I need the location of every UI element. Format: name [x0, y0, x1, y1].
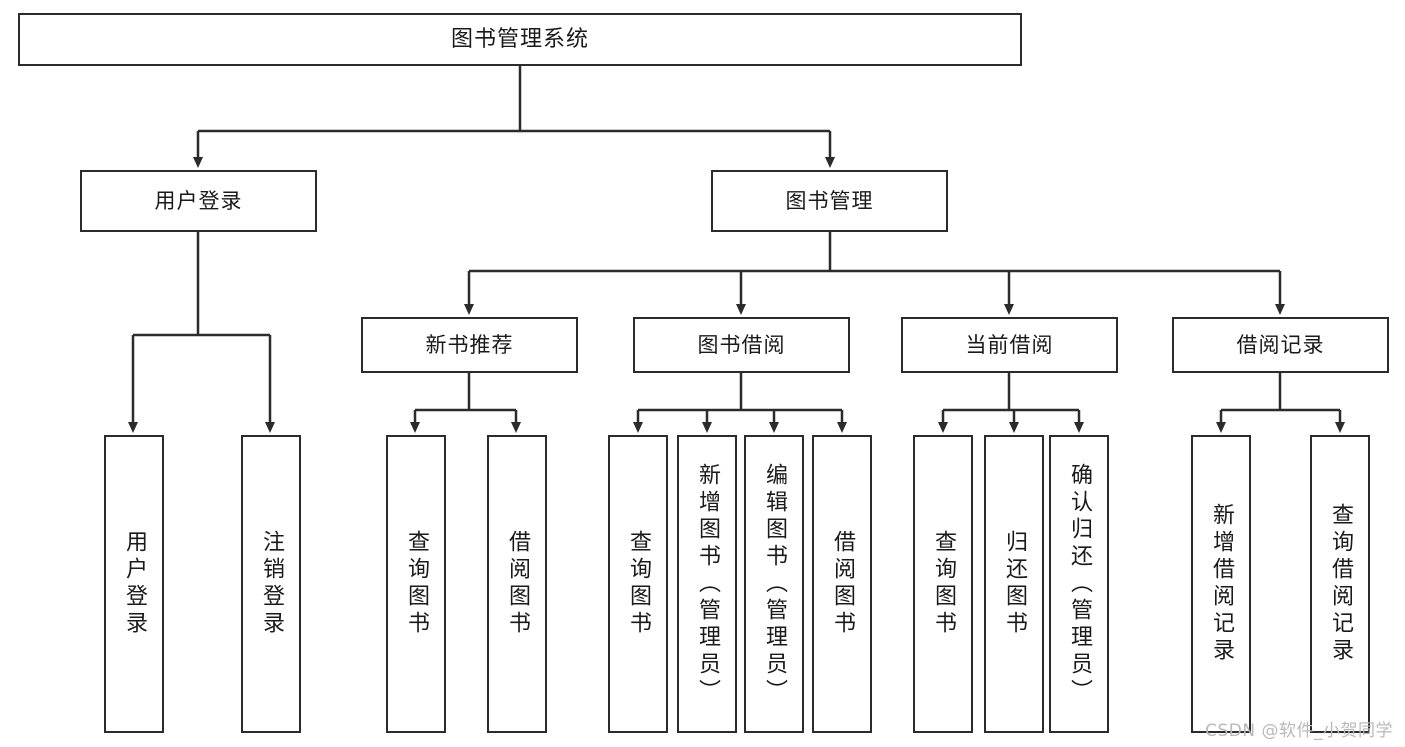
node-label: 借阅记录 — [1236, 332, 1325, 357]
leaf-label: 编辑图书（管理员） — [762, 462, 787, 706]
node-current-borrow[interactable]: 当前借阅 — [901, 317, 1118, 373]
leaf-book-borrow-add-book-admin[interactable]: 新增图书（管理员） — [677, 435, 737, 733]
leaf-current-borrow-return-book[interactable]: 归还图书 — [984, 435, 1044, 733]
leaf-current-borrow-confirm-return-admin[interactable]: 确认归还（管理员） — [1049, 435, 1109, 733]
node-root-book-management-system[interactable]: 图书管理系统 — [18, 13, 1022, 66]
leaf-book-borrow-borrow-book[interactable]: 借阅图书 — [812, 435, 872, 733]
node-label: 图书管理 — [785, 188, 874, 213]
leaf-user-login-logout[interactable]: 注销登录 — [241, 435, 301, 733]
node-book-management[interactable]: 图书管理 — [711, 170, 948, 232]
leaf-user-login-login[interactable]: 用户登录 — [104, 435, 164, 733]
node-book-borrow[interactable]: 图书借阅 — [633, 317, 850, 373]
node-user-login[interactable]: 用户登录 — [80, 170, 317, 232]
leaf-label: 注销登录 — [259, 530, 284, 638]
leaf-new-book-query-book[interactable]: 查询图书 — [386, 435, 446, 733]
leaf-label: 确认归还（管理员） — [1067, 462, 1092, 706]
leaf-label: 借阅图书 — [505, 530, 530, 638]
leaf-label: 新增借阅记录 — [1209, 503, 1234, 665]
node-borrow-record[interactable]: 借阅记录 — [1172, 317, 1389, 373]
leaf-new-book-borrow-book[interactable]: 借阅图书 — [487, 435, 547, 733]
leaf-label: 查询图书 — [626, 530, 651, 638]
leaf-borrow-record-query-record[interactable]: 查询借阅记录 — [1310, 435, 1370, 733]
leaf-label: 归还图书 — [1002, 530, 1027, 638]
leaf-current-borrow-query-book[interactable]: 查询图书 — [913, 435, 973, 733]
watermark: CSDN @软件_小贺同学 — [1205, 721, 1393, 741]
leaf-book-borrow-query-book[interactable]: 查询图书 — [608, 435, 668, 733]
node-label: 当前借阅 — [965, 332, 1054, 357]
node-new-book-recommend[interactable]: 新书推荐 — [361, 317, 578, 373]
leaf-label: 用户登录 — [122, 530, 147, 638]
leaf-label: 查询借阅记录 — [1328, 503, 1353, 665]
node-label: 用户登录 — [154, 188, 243, 213]
leaf-borrow-record-add-record[interactable]: 新增借阅记录 — [1191, 435, 1251, 733]
node-label: 图书管理系统 — [450, 26, 589, 52]
leaf-book-borrow-edit-book-admin[interactable]: 编辑图书（管理员） — [744, 435, 804, 733]
leaf-label: 借阅图书 — [830, 530, 855, 638]
node-label: 图书借阅 — [697, 332, 786, 357]
leaf-label: 查询图书 — [404, 530, 429, 638]
leaf-label: 新增图书（管理员） — [695, 462, 720, 706]
node-label: 新书推荐 — [425, 332, 514, 357]
leaf-label: 查询图书 — [931, 530, 956, 638]
